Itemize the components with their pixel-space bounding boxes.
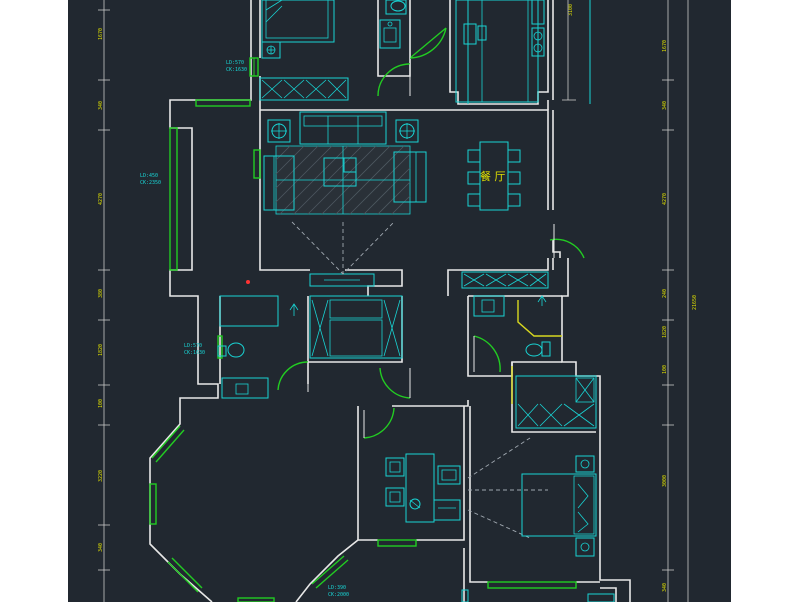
- annotations: LD:570 CK:1630 LD:450 CK:2350 LD:570 CK:…: [140, 60, 349, 598]
- doors: [277, 27, 585, 439]
- dim-left-2: 340: [98, 101, 104, 110]
- dim-total: 21650: [692, 295, 698, 310]
- note-balcony-ck: CK:2350: [140, 180, 161, 186]
- dim-top: 3100: [568, 4, 574, 16]
- dim-right-7: 3000: [662, 475, 668, 487]
- dim-left-3: 4270: [98, 193, 104, 205]
- dim-left-8: 340: [98, 543, 104, 552]
- dim-right-5: 1820: [662, 326, 668, 338]
- room-label-dining: 餐 厅: [480, 169, 506, 183]
- dim-left-1: 1670: [98, 28, 104, 40]
- left-dimension-chain: 1670 340 4270 380 1820 100 3220 340: [98, 0, 110, 602]
- dim-right-1: 1670: [662, 40, 668, 52]
- dim-right-8: 340: [662, 583, 668, 592]
- note-bath-top-ld: LD:570: [226, 60, 244, 66]
- dining: 餐 厅: [467, 141, 521, 211]
- bottom-right-bedroom: [515, 375, 597, 557]
- windows: [149, 57, 577, 602]
- dining-cabinet: [461, 271, 549, 289]
- dim-left-7: 3220: [98, 470, 104, 482]
- dim-left-6: 100: [98, 399, 104, 408]
- dim-right-4: 240: [662, 289, 668, 298]
- note-bottom-ck: CK:2000: [328, 592, 349, 598]
- study-room: [385, 453, 461, 523]
- note-bottom-ld: LD:390: [328, 585, 346, 591]
- dim-right-2: 340: [662, 101, 668, 110]
- kitchen: [455, 0, 545, 103]
- dim-right-3: 4270: [662, 193, 668, 205]
- walls: [149, 0, 631, 602]
- dim-left-5: 1820: [98, 344, 104, 356]
- sight-lines: [291, 221, 548, 539]
- right-bathroom: [473, 295, 562, 357]
- left-bathroom: [217, 280, 299, 399]
- right-dimension-chain: 1670 340 4270 240 1820 100 3000 340 2165…: [562, 0, 698, 602]
- note-bath-mid-ld: LD:570: [184, 343, 202, 349]
- living-room: [263, 111, 427, 287]
- top-left-bed: [261, 0, 335, 59]
- misc-details: [461, 0, 615, 602]
- dim-left-4: 380: [98, 289, 104, 298]
- dim-right-6: 100: [662, 365, 668, 374]
- red-marker: [246, 280, 250, 284]
- top-wardrobe: [259, 77, 349, 101]
- note-balcony-ld: LD:450: [140, 173, 158, 179]
- top-bathroom: [379, 0, 407, 49]
- note-bath-mid-ck: CK:1630: [184, 350, 205, 356]
- central-wardrobe: [309, 295, 403, 359]
- floor-plan: 1670 340 4270 380 1820 100 3220 340 1670…: [98, 0, 698, 602]
- cad-viewport[interactable]: 1670 340 4270 380 1820 100 3220 340 1670…: [68, 0, 731, 602]
- note-bath-top-ck: CK:1630: [226, 67, 247, 73]
